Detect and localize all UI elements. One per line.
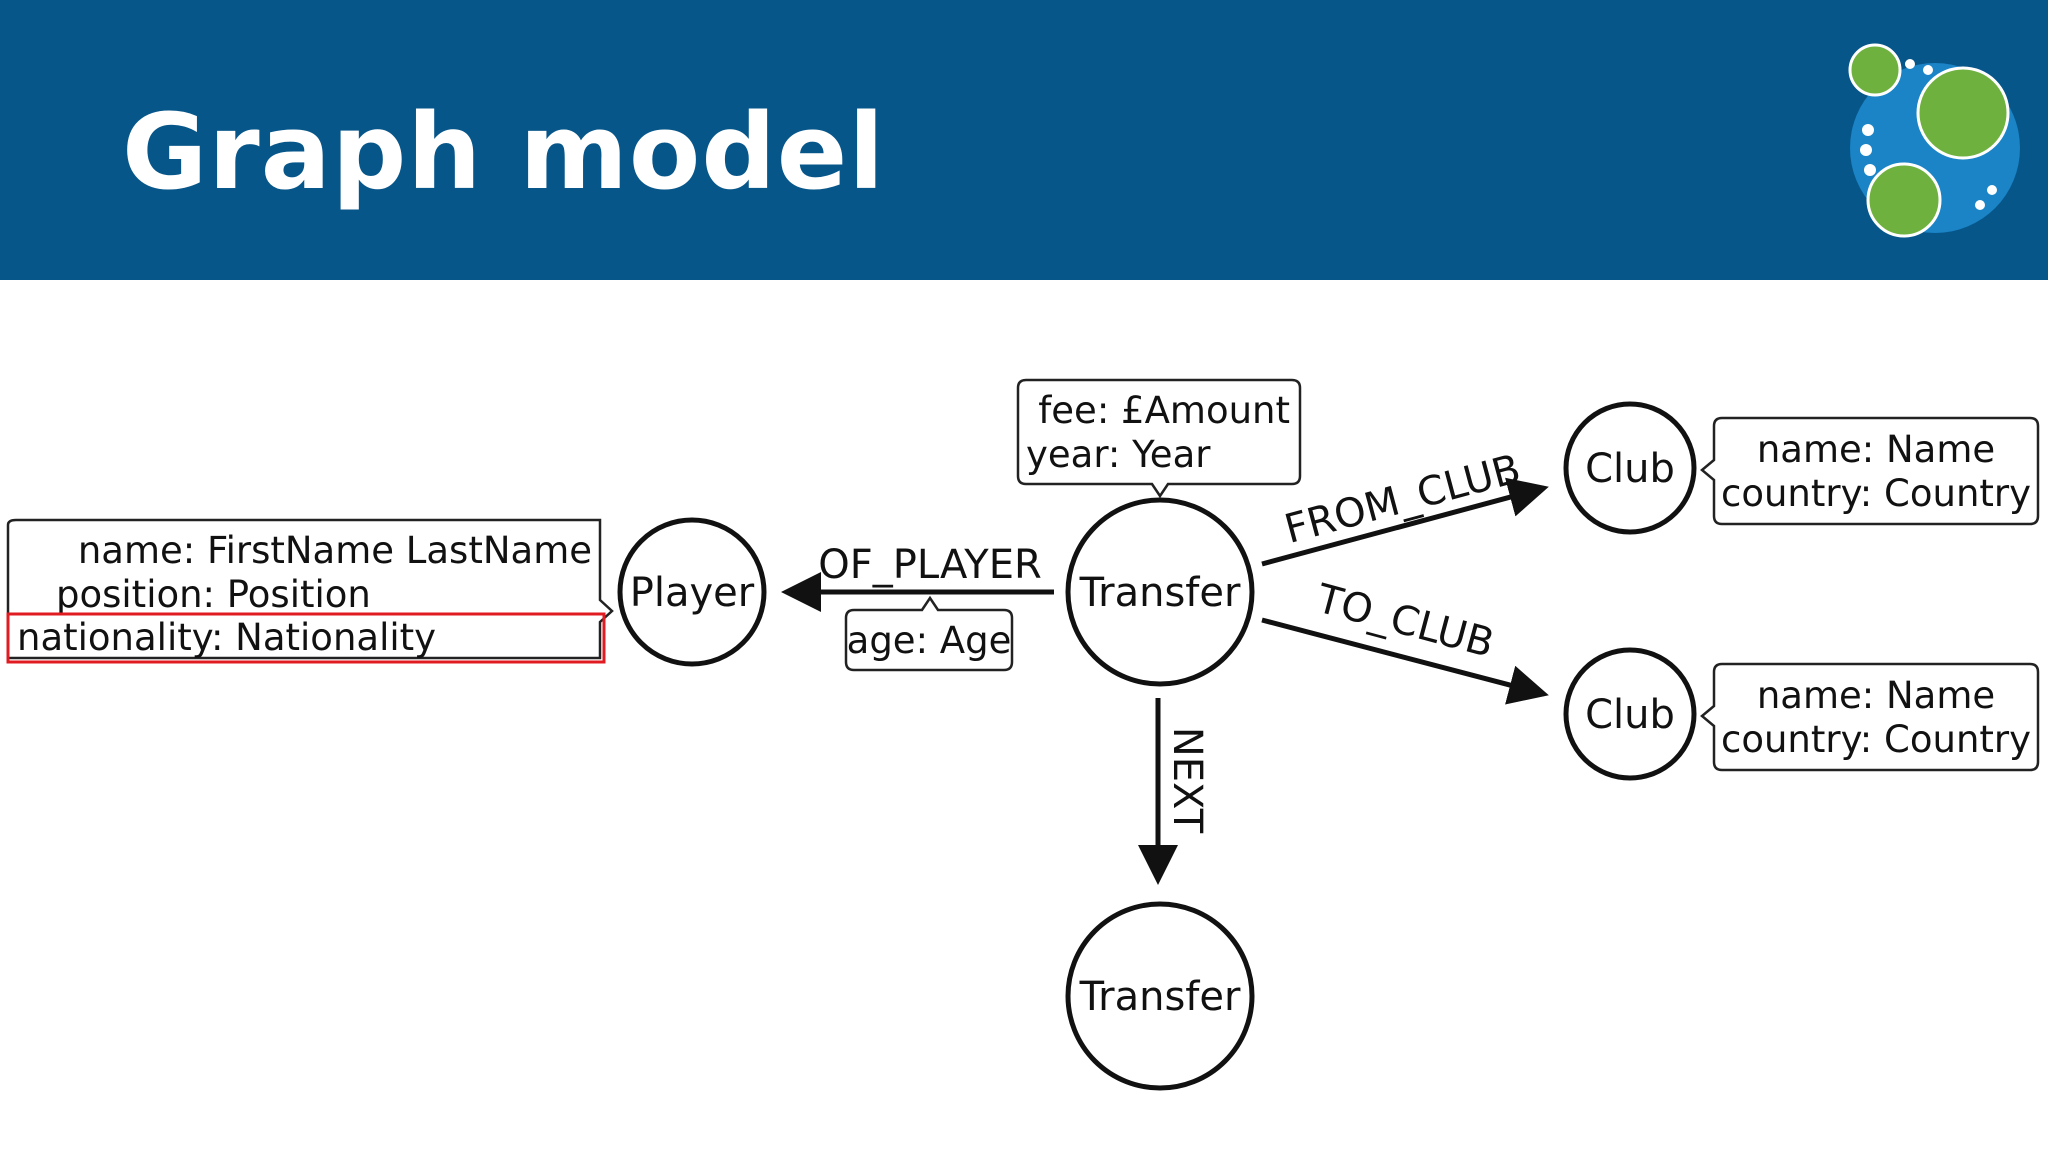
player-node-label: Player (630, 570, 755, 616)
player-properties-box: name: FirstName LastName position: Posit… (6, 518, 614, 664)
transfer-node: Transfer (1065, 497, 1255, 687)
from-club-relationship: FROM_CLUB (1261, 446, 1549, 567)
of-player-label: OF_PLAYER (818, 542, 1042, 588)
to-club-relationship: TO_CLUB (1261, 576, 1549, 705)
next-label: NEXT (1164, 727, 1210, 834)
to-club-property-name: name: Name (1757, 674, 1995, 717)
next-transfer-node-label: Transfer (1079, 974, 1241, 1020)
graph-model-diagram: name: FirstName LastName position: Posit… (6, 378, 2040, 1091)
next-transfer-node: Transfer (1065, 901, 1255, 1091)
from-club-properties-box: name: Name country: Country (1700, 416, 2040, 526)
player-property-position: position: Position (56, 573, 371, 616)
transfer-property-fee: fee: £Amount (1038, 389, 1290, 432)
transfer-node-label: Transfer (1079, 570, 1241, 616)
of-player-property-age: age: Age (847, 619, 1012, 662)
player-node: Player (617, 517, 767, 667)
transfer-properties-box: fee: £Amount year: Year (1016, 378, 1302, 499)
player-property-name: name: FirstName LastName (78, 529, 592, 572)
to-club-properties-box: name: Name country: Country (1700, 662, 2040, 772)
player-property-nationality: nationality: Nationality (17, 616, 436, 659)
to-club-node-label: Club (1585, 692, 1675, 738)
slide-header: Graph model (0, 0, 2048, 280)
from-club-label: FROM_CLUB (1280, 446, 1525, 553)
to-club-node: Club (1563, 647, 1697, 781)
from-club-property-name: name: Name (1757, 428, 1995, 471)
from-club-property-country: country: Country (1721, 472, 2031, 515)
to-club-label: TO_CLUB (1311, 576, 1499, 668)
slide-title: Graph model (122, 91, 885, 213)
to-club-property-country: country: Country (1721, 718, 2031, 761)
next-relationship: NEXT (1138, 698, 1210, 885)
from-club-node: Club (1563, 401, 1697, 535)
transfer-property-year: year: Year (1026, 433, 1211, 476)
nationality-highlight-box (6, 612, 606, 664)
of-player-relationship: OF_PLAYER age: Age (781, 542, 1054, 672)
neo4j-logo-icon (1848, 43, 2020, 238)
from-club-node-label: Club (1585, 446, 1675, 492)
